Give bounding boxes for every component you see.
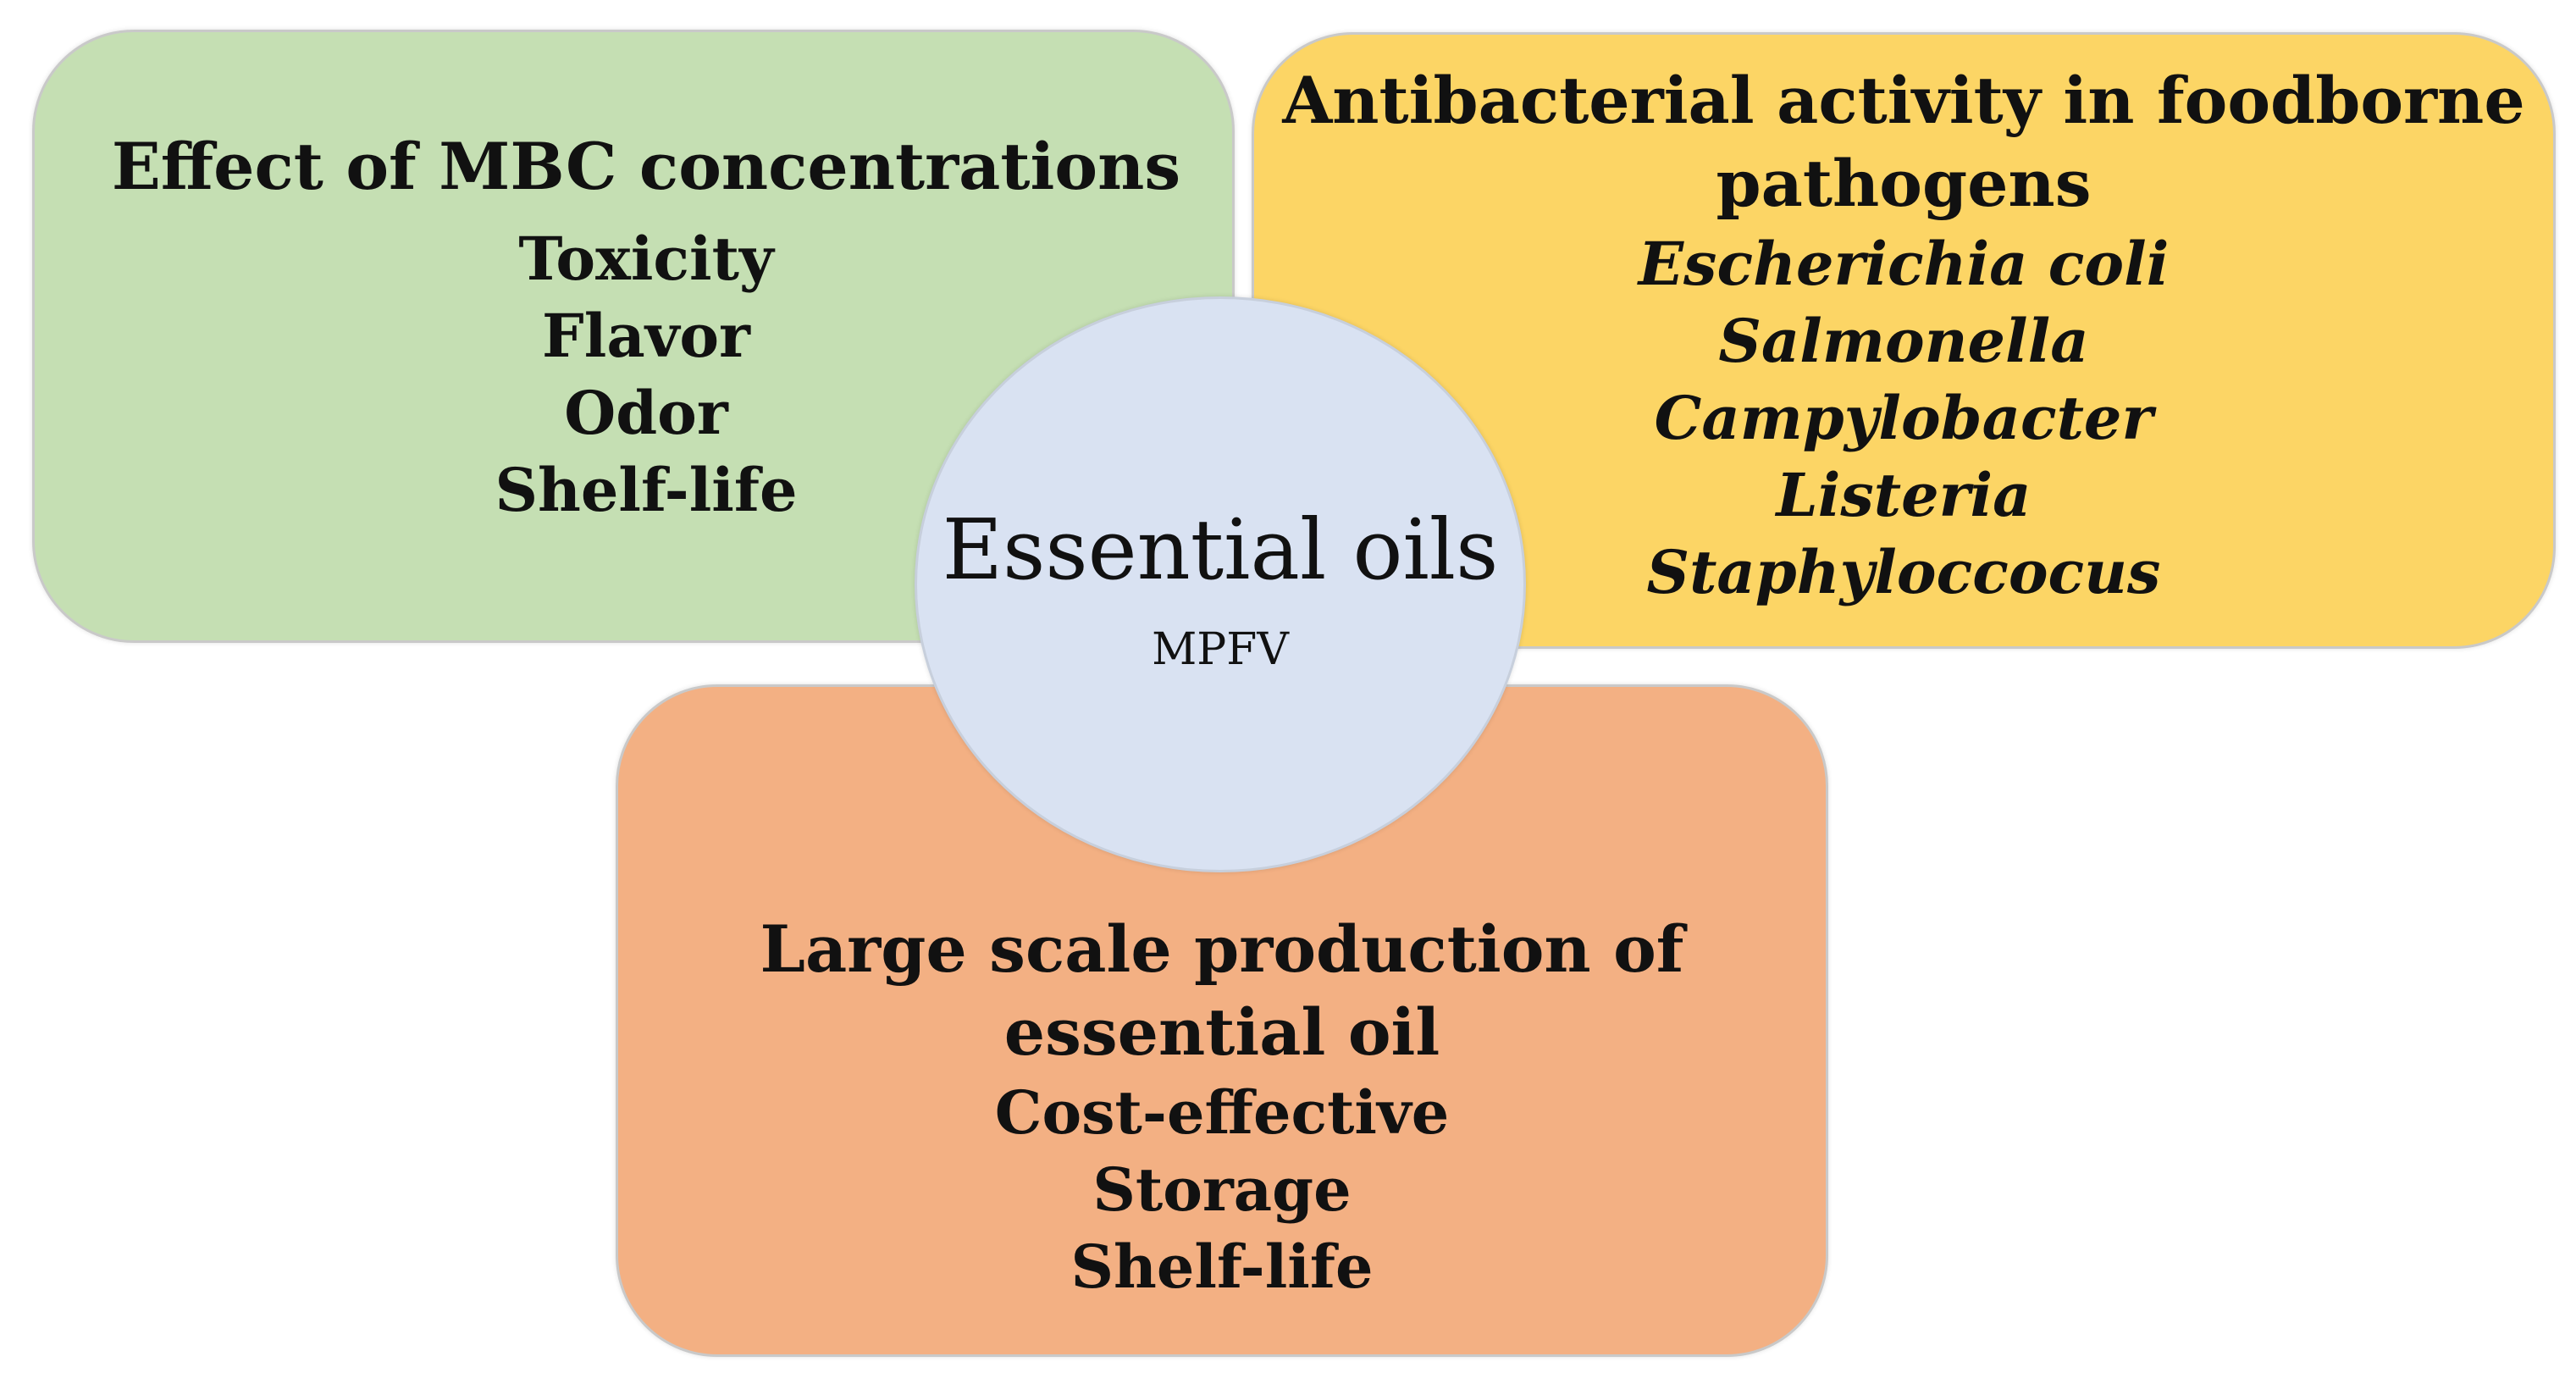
mbc-effect-item: Shelf-life: [495, 455, 798, 525]
pathogen-item: Escherichia coli: [1638, 229, 2170, 299]
large-scale-production-title-line: essential oil: [1003, 994, 1440, 1070]
center-title: Essential oils: [942, 502, 1499, 599]
mbc-effect-item: Flavor: [542, 301, 750, 371]
mbc-effect-item: Toxicity: [518, 224, 774, 294]
mbc-effect-item: Odor: [564, 378, 728, 448]
antibacterial-activity-title-line: pathogens: [1716, 146, 2092, 221]
mbc-effects-title: Effect of MBC concentrations: [111, 129, 1181, 204]
mbc-effects-text: Effect of MBC concentrations Toxicity Fl…: [32, 125, 1260, 529]
antibacterial-activity-title-line: Antibacterial activity in foodborne: [1282, 63, 2525, 138]
center-subtitle: MPFV: [1152, 624, 1289, 675]
antibacterial-activity-text: Antibacterial activity in foodborne path…: [1252, 59, 2556, 611]
production-item: Shelf-life: [1070, 1232, 1374, 1302]
production-item: Cost-effective: [994, 1077, 1450, 1148]
large-scale-production-text: Large scale production of essential oil …: [616, 908, 1828, 1305]
pathogen-item: Staphyloccocus: [1646, 537, 2161, 607]
pathogen-item: Campylobacter: [1654, 383, 2153, 453]
pathogen-item: Salmonella: [1718, 306, 2089, 376]
production-item: Storage: [1092, 1154, 1352, 1225]
pathogen-item: Listeria: [1776, 460, 2032, 530]
essential-oils-center-circle: [915, 296, 1526, 872]
essential-oils-center-text: Essential oils MPFV: [915, 500, 1526, 679]
large-scale-production-title-line: Large scale production of: [760, 911, 1684, 987]
